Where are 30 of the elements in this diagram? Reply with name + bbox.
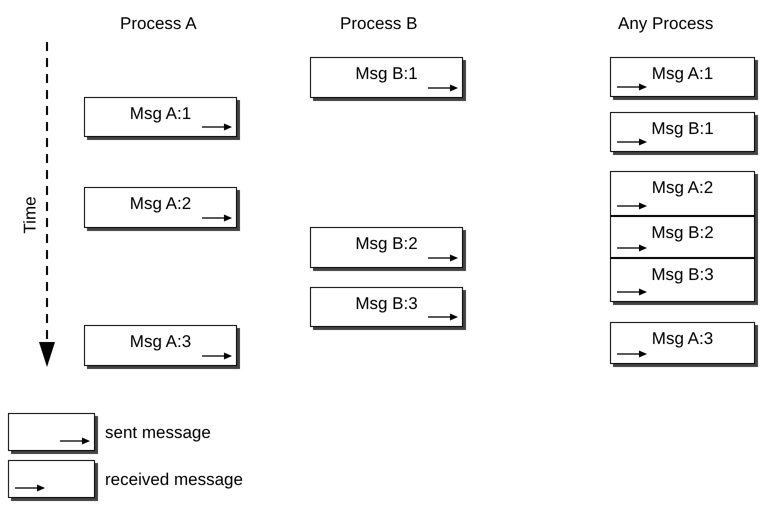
message-label: Msg A:1 (128, 104, 192, 124)
legend-label: received message (105, 470, 243, 490)
message-box (610, 216, 755, 258)
message-label: Msg B:1 (354, 64, 419, 84)
message-box (310, 57, 463, 98)
message-label: Msg B:3 (650, 265, 715, 285)
message-box (310, 287, 463, 327)
column-header: Any Process (618, 14, 714, 34)
message-box (84, 187, 237, 228)
message-label: Msg A:2 (128, 194, 192, 214)
column-header: Process B (340, 14, 418, 34)
legend-label: sent message (105, 423, 211, 443)
column-header: Process A (120, 14, 197, 34)
message-box (84, 97, 237, 137)
message-label: Msg B:1 (650, 119, 715, 139)
message-box (610, 112, 755, 152)
message-label: Msg A:2 (650, 178, 714, 198)
message-box (610, 258, 755, 302)
message-label: Msg A:3 (650, 329, 714, 349)
message-label: Msg A:1 (650, 64, 714, 84)
message-label: Msg B:2 (354, 234, 419, 254)
message-box (610, 322, 755, 364)
message-box (610, 171, 755, 216)
message-box (84, 325, 237, 366)
message-box (610, 57, 755, 97)
message-label: Msg B:2 (650, 223, 715, 243)
message-label: Msg A:3 (128, 332, 192, 352)
message-box (310, 227, 463, 268)
axis-label: Time (20, 196, 41, 234)
message-label: Msg B:3 (354, 294, 419, 314)
